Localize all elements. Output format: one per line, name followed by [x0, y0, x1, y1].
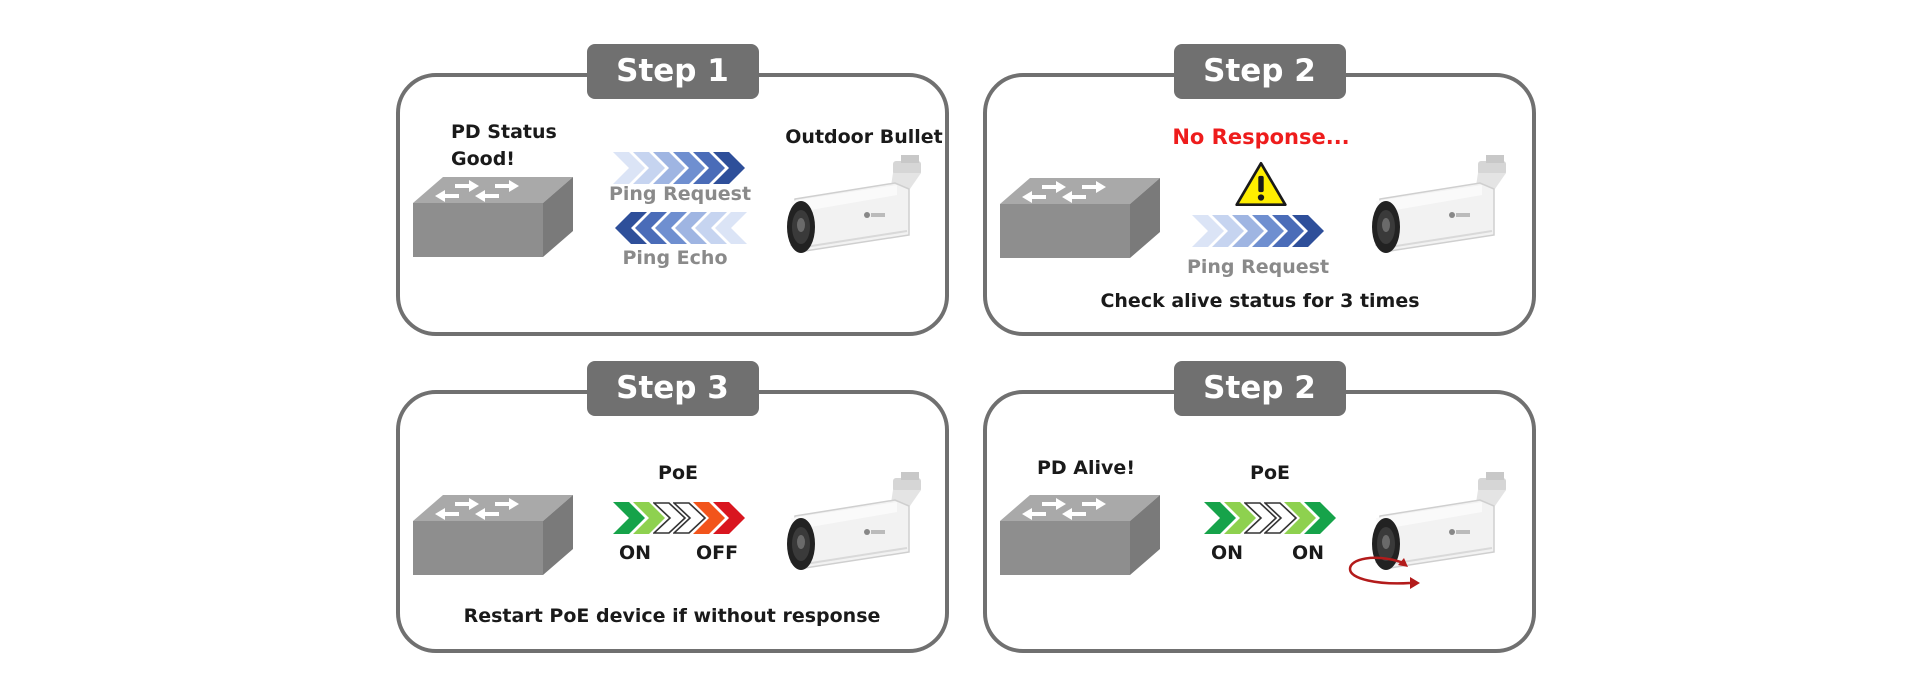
poe-label: PoE [658, 462, 698, 484]
ping-echo-label: Ping Echo [622, 247, 728, 269]
poe-on-on-arrows-icon [1204, 502, 1338, 534]
state-right-label: OFF [695, 542, 739, 564]
restart-caption: Restart PoE device if without response [463, 605, 881, 627]
network-switch-icon [1000, 178, 1160, 258]
state-left-label: ON [618, 542, 652, 564]
rotation-arrow-icon [1348, 556, 1420, 589]
device-label: Outdoor Bullet [785, 126, 943, 148]
network-switch-icon [1000, 495, 1160, 575]
ip-camera-icon [785, 155, 935, 265]
ping-request-arrows-icon [1192, 215, 1326, 247]
network-switch-icon [413, 177, 573, 257]
step-tab: Step 3 [586, 361, 759, 416]
state-left-label: ON [1210, 542, 1244, 564]
poe-on-off-arrows-icon [613, 502, 747, 534]
ping-echo-arrows-icon [613, 212, 747, 244]
pd-status-label: PD Status Good! [451, 121, 557, 170]
no-response-alert: No Response... [1172, 125, 1350, 149]
step-tab: Step 2 [1173, 361, 1346, 416]
poe-label: PoE [1250, 462, 1290, 484]
warning-icon [1234, 160, 1288, 208]
ping-request-arrows-icon [613, 152, 747, 184]
step-tab: Step 2 [1173, 44, 1346, 99]
step-1-panel: Step 1 PD Status Good! Ping Request Ping… [395, 44, 950, 337]
ping-request-label: Ping Request [608, 183, 752, 205]
check-alive-caption: Check alive status for 3 times [1100, 290, 1420, 312]
pd-alive-label: PD Alive! [1037, 457, 1135, 479]
step-3-panel: Step 3 PoE ON OFF Restart PoE device if … [395, 361, 950, 654]
network-switch-icon [413, 495, 573, 575]
step-2-panel: Step 2 No Response... Ping Request Check… [982, 44, 1537, 337]
state-right-label: ON [1291, 542, 1325, 564]
ping-request-label: Ping Request [1186, 256, 1330, 278]
ip-camera-icon [785, 472, 935, 582]
step-4-panel: Step 2 PD Alive! PoE ON ON [982, 361, 1537, 654]
step-tab: Step 1 [586, 44, 759, 99]
ip-camera-icon [1370, 155, 1520, 265]
